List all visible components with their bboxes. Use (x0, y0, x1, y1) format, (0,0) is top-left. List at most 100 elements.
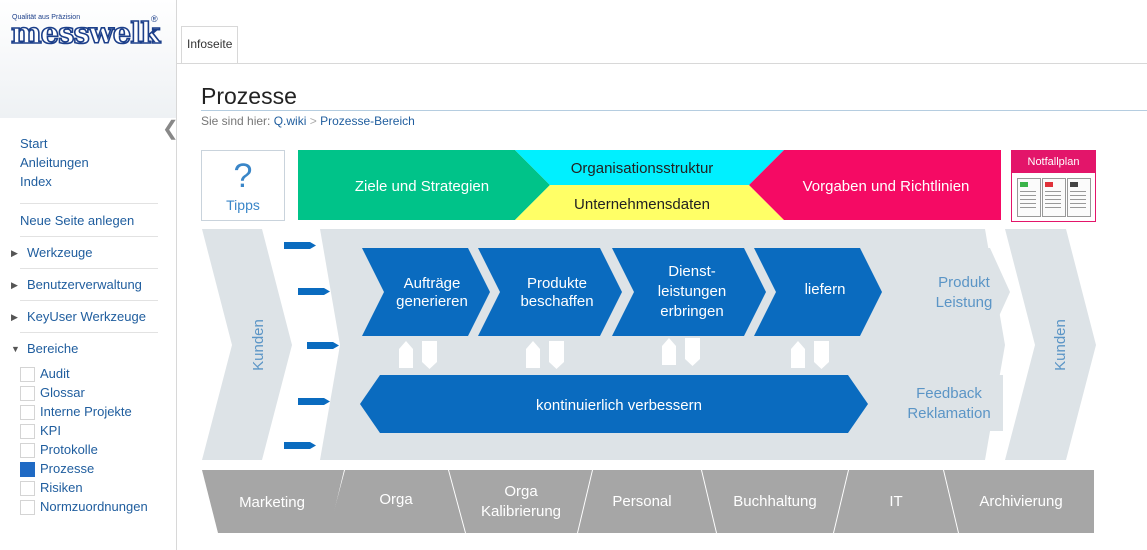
sidebar-link-index[interactable]: Index (20, 174, 52, 189)
support-buchhaltung[interactable] (702, 470, 848, 533)
divider (20, 236, 158, 237)
core-label: erbringen (660, 303, 723, 320)
improve-label: kontinuierlich verbessern (536, 397, 702, 414)
support-archivierung[interactable] (944, 470, 1094, 533)
core-label: beschaffen (520, 293, 593, 310)
produkte-beschaffen-chevron[interactable] (478, 248, 622, 336)
tipps-button[interactable]: ? Tipps (201, 150, 285, 221)
bereich-label[interactable]: Normzuordnungen (40, 499, 148, 514)
title-divider (201, 110, 1147, 111)
organisationsstruktur-shape[interactable] (515, 150, 784, 185)
support-label: Kalibrierung (481, 503, 561, 520)
down-arrow-icon (814, 341, 829, 369)
breadcrumb-prefix: Sie sind hier: (201, 114, 271, 128)
kunden-left-chevron[interactable] (202, 229, 292, 460)
sidebar-section-werkzeuge[interactable]: Werkzeuge (27, 245, 93, 260)
tab-bar: Infoseite (177, 0, 1147, 64)
input-arrows (284, 242, 339, 449)
bereich-icon (20, 481, 35, 496)
divider (20, 300, 158, 301)
expand-keyuser-icon[interactable]: ▶ (11, 312, 18, 322)
divider (20, 203, 158, 204)
dienstleistungen-erbringen-chevron[interactable] (612, 248, 766, 336)
up-arrow-icon (526, 341, 540, 368)
support-personal[interactable] (578, 470, 716, 533)
core-label: leistungen (658, 283, 726, 300)
auftraege-generieren-chevron[interactable] (362, 248, 490, 336)
input-arrow (307, 342, 339, 349)
feedback-arrows (399, 338, 829, 369)
bereich-label[interactable]: Audit (40, 366, 70, 381)
logo-area (0, 0, 176, 118)
up-arrow-icon (791, 341, 805, 368)
bereich-label[interactable]: Risiken (40, 480, 83, 495)
core-label: liefern (805, 281, 846, 298)
tipps-label: Tipps (226, 197, 260, 213)
breadcrumb-link-qwiki[interactable]: Q.wiki (273, 114, 307, 128)
bereich-icon (20, 443, 35, 458)
bereich-icon (20, 500, 35, 515)
feedback-label: Feedback (916, 385, 982, 402)
input-arrow (298, 288, 330, 295)
support-it[interactable] (834, 470, 958, 533)
sidebar-section-benutzerverwaltung[interactable]: Benutzerverwaltung (27, 277, 142, 292)
core-label: Dienst- (668, 263, 716, 280)
core-label: generieren (396, 293, 468, 310)
sidebar-link-new-page[interactable]: Neue Seite anlegen (20, 213, 135, 228)
support-label: IT (889, 493, 902, 510)
kunden-left-label: Kunden (250, 319, 267, 371)
bereich-icon (20, 405, 35, 420)
collapse-bereiche-icon[interactable]: ▼ (11, 344, 20, 354)
breadcrumb-current[interactable]: Prozesse-Bereich (320, 114, 415, 128)
collapse-sidebar-icon[interactable]: ❮ (162, 118, 179, 140)
document-thumbnail-icon (1067, 178, 1091, 217)
expand-werkzeuge-icon[interactable]: ▶ (11, 248, 18, 258)
page-title: Prozesse (201, 83, 297, 109)
unternehmensdaten-shape[interactable] (515, 185, 784, 220)
tab-infoseite[interactable]: Infoseite (181, 26, 239, 63)
input-arrow (284, 442, 316, 449)
bereich-label[interactable]: Protokolle (40, 442, 98, 457)
document-thumbnail-icon (1017, 178, 1041, 217)
liefern-chevron[interactable] (754, 248, 882, 336)
sidebar-link-anleitungen[interactable]: Anleitungen (20, 155, 89, 170)
core-label: Aufträge (404, 275, 461, 292)
support-orga[interactable] (328, 470, 465, 533)
produkt-leistung-shape[interactable] (904, 248, 1010, 336)
support-orga-kalibrierung[interactable] (449, 470, 592, 533)
breadcrumb-separator: > (309, 114, 317, 128)
feedback-reklamation-shape[interactable] (894, 375, 1003, 431)
sidebar-link-start[interactable]: Start (20, 136, 48, 151)
output-label: Produkt (938, 274, 991, 291)
unternehmensdaten-label: Unternehmensdaten (574, 196, 710, 213)
bereich-label[interactable]: Interne Projekte (40, 404, 132, 419)
document-thumbnail-icon (1042, 178, 1066, 217)
down-arrow-icon (549, 341, 564, 369)
kontinuierlich-verbessern-shape[interactable] (360, 375, 868, 433)
question-icon: ? (233, 157, 253, 195)
ziele-und-strategien-shape[interactable] (298, 150, 550, 220)
bereich-label[interactable]: Glossar (40, 385, 85, 400)
notfallplan-button[interactable]: Notfallplan (1011, 150, 1096, 222)
notfallplan-label: Notfallplan (1012, 151, 1095, 173)
support-label: Marketing (239, 494, 305, 511)
expand-benutzerverwaltung-icon[interactable]: ▶ (11, 280, 18, 290)
bereich-label[interactable]: KPI (40, 423, 61, 438)
support-marketing[interactable] (202, 470, 344, 533)
divider (20, 332, 158, 333)
kunden-right-chevron[interactable] (1005, 229, 1096, 460)
sidebar-section-bereiche[interactable]: Bereiche (27, 341, 79, 356)
ziele-label: Ziele und Strategien (355, 178, 489, 195)
core-label: Produkte (527, 275, 587, 292)
sidebar-section-keyuser-werkzeuge[interactable]: KeyUser Werkzeuge (27, 309, 146, 324)
bereich-icon (20, 386, 35, 401)
bereich-icon (20, 424, 35, 439)
bereich-active-icon (20, 462, 35, 477)
vorgaben-und-richtlinien-shape[interactable] (749, 150, 1001, 220)
organisationsstruktur-label: Organisationsstruktur (571, 160, 714, 177)
bereich-label[interactable]: Prozesse (40, 461, 95, 476)
down-arrow-icon (422, 341, 437, 369)
logo[interactable]: messwelk (10, 15, 161, 51)
feedback-label: Reklamation (907, 405, 990, 422)
logo-tagline: Qualität aus Präzision (12, 14, 81, 21)
